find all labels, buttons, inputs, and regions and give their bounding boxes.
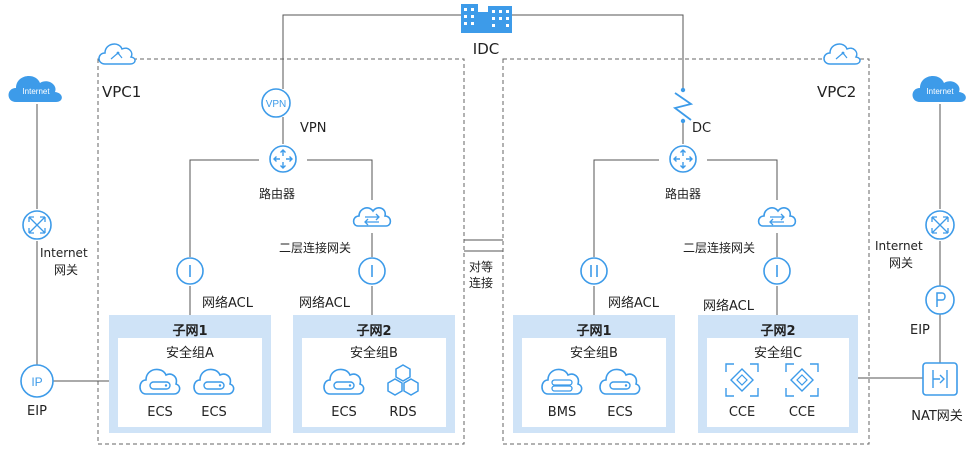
vpc1-subnet2-item: RDS <box>389 405 417 420</box>
connection-lines <box>36 14 941 382</box>
subnet-boxes <box>109 315 858 433</box>
right-gateway-label-1: Internet <box>875 239 923 253</box>
left-gateway-label-1: Internet <box>40 246 88 260</box>
vpc2-router-label: 路由器 <box>664 187 702 201</box>
vpc1-l2gw-label: 二层连接网关 <box>279 241 352 255</box>
right-internet-cloud-text: Internet <box>926 87 954 96</box>
vpc2-l2gw-label: 二层连接网关 <box>683 241 756 255</box>
vpc2-subnet2-item: CCE <box>788 405 816 420</box>
vpc2-subnet1-title: 子网1 <box>576 324 612 339</box>
idc-label: IDC <box>472 40 500 58</box>
dc-label: DC <box>692 121 712 136</box>
vpc2-subnet1-item: BMS <box>547 405 577 420</box>
vpc2-acl2-icon <box>763 257 791 285</box>
vpc2-l2gw-icon <box>757 207 797 227</box>
right-gateway-label-2: 网关 <box>889 256 914 270</box>
vpc1-acl1-label: 网络ACL <box>202 296 253 311</box>
vpc1-subnet1-title: 子网1 <box>172 324 208 339</box>
vpc1-subnet2-item: ECS <box>331 405 357 420</box>
vpc2-subnet2-title: 子网2 <box>760 324 796 339</box>
vpc1-router-label: 路由器 <box>258 187 296 201</box>
left-eip-icon: IP <box>20 364 54 398</box>
nat-label: NAT网关 <box>911 409 963 424</box>
vpc1-subnet2-sg: 安全组B <box>350 346 398 361</box>
vpc2-router-icon <box>669 145 697 173</box>
dc-icon <box>672 87 694 124</box>
vpn-icon: VPN <box>261 88 291 118</box>
vpc1-boundary <box>97 58 465 445</box>
peering-label-2: 连接 <box>469 276 494 290</box>
vpc1-subnet1-item: ECS <box>201 405 227 420</box>
vpc2-acl1-icon <box>580 257 608 285</box>
vpc2-subnet2-item: CCE <box>728 405 756 420</box>
vpc1-acl2-icon <box>358 257 386 285</box>
svg-text:IP: IP <box>31 375 42 389</box>
vpc1-acl2-label: 网络ACL <box>299 296 350 311</box>
vpc1-title: VPC1 <box>102 83 142 101</box>
vpc1-subnet1-item: ECS <box>147 405 173 420</box>
left-eip-label: EIP <box>27 404 47 419</box>
vpc2-acl1-label: 网络ACL <box>608 296 659 311</box>
left-internet-cloud-text: Internet <box>22 87 50 96</box>
right-internet-gateway-icon <box>925 210 955 240</box>
svg-text:VPN: VPN <box>266 99 287 110</box>
vpc1-acl1-icon <box>176 257 204 285</box>
vpc1-router-icon <box>269 145 297 173</box>
vpc2-subnet2-sg: 安全组C <box>753 346 803 361</box>
vpc1-subnet2-title: 子网2 <box>356 324 392 339</box>
vpn-label: VPN <box>300 121 327 136</box>
vpc2-subnet1-item: ECS <box>607 405 633 420</box>
vpc2-cloud-icon <box>823 43 861 65</box>
vpc1-subnet1-sg: 安全组A <box>166 346 214 361</box>
vpc2-subnet1-sg: 安全组B <box>570 346 618 361</box>
vpc2-title: VPC2 <box>817 83 857 101</box>
vpc1-cloud-icon <box>98 43 136 65</box>
idc-building-icon <box>461 4 512 33</box>
peering-label-1: 对等 <box>469 260 494 274</box>
vpc2-acl2-label: 网络ACL <box>703 299 754 314</box>
right-eip-icon <box>925 285 955 315</box>
left-gateway-label-2: 网关 <box>54 263 79 277</box>
vpc1-l2gw-icon <box>352 207 392 227</box>
nat-gateway-icon <box>922 362 958 396</box>
left-internet-gateway-icon <box>22 210 52 240</box>
right-eip-label: EIP <box>910 323 930 338</box>
